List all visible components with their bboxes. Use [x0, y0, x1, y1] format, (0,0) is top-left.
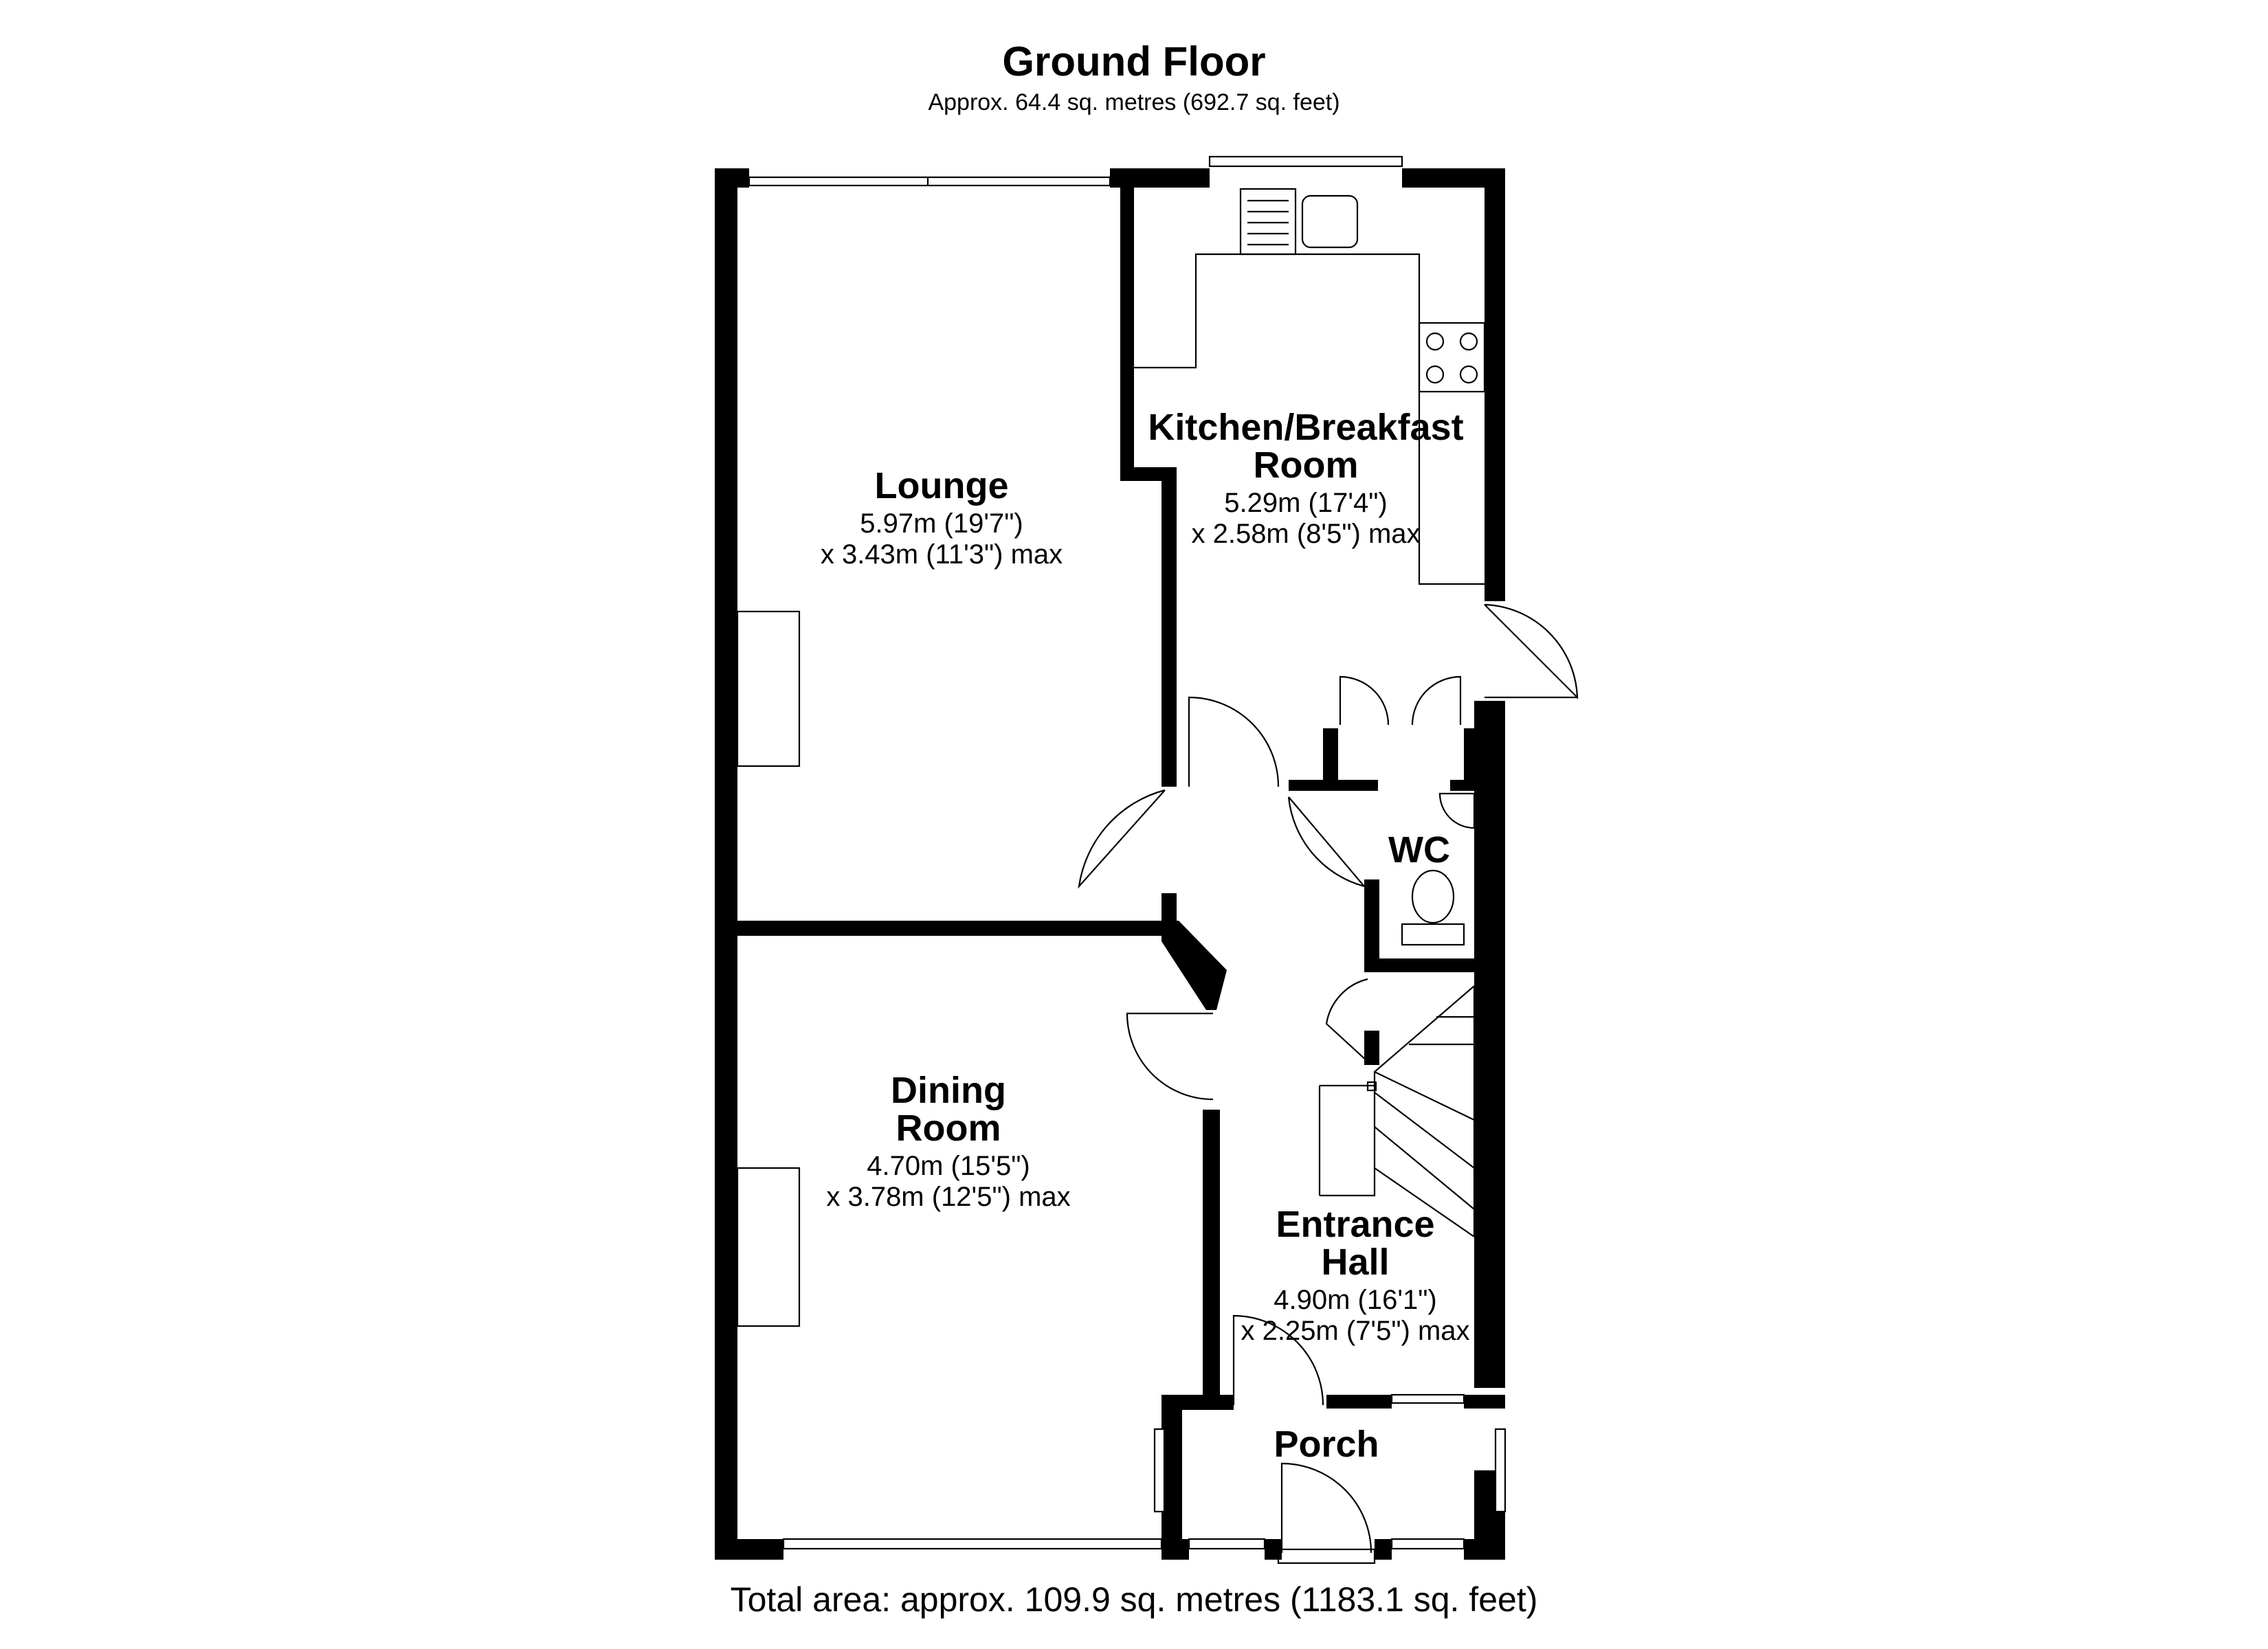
room-dim-dining-2: x 3.78m (12'5") max — [826, 1182, 1070, 1212]
wall-bottom-mid-c — [1375, 1539, 1392, 1560]
wc-cistern — [1401, 923, 1465, 946]
porch-window-right — [1494, 1428, 1507, 1513]
wall-wc-left — [1364, 879, 1379, 969]
room-name-dining-2: Room — [896, 1108, 1001, 1149]
room-dim-lounge-1: 5.97m (19'7") — [860, 508, 1023, 539]
dining-window — [782, 1538, 1163, 1550]
room-dim-lounge-2: x 3.43m (11'3") max — [821, 539, 1063, 570]
hall-window — [1390, 1393, 1465, 1404]
kitchen-window — [1208, 155, 1403, 168]
total-area: Total area: approx. 109.9 sq. metres (11… — [731, 1580, 1538, 1619]
wall-outer-right-lower — [1474, 701, 1505, 1388]
wall-dining-hall — [1203, 1110, 1220, 1398]
lounge-door-swing — [1078, 789, 1166, 889]
kitchen-door-swing — [1188, 696, 1280, 787]
stairs-outline — [1320, 985, 1475, 1197]
wall-top-left — [715, 168, 749, 188]
porch-window-bottom-right — [1390, 1538, 1465, 1550]
wall-wc-bottom — [1364, 958, 1505, 972]
wall-porch-top-mid — [1326, 1395, 1392, 1409]
floor-area-subtitle: Approx. 64.4 sq. metres (692.7 sq. feet) — [928, 89, 1339, 115]
back-door-swing — [1484, 603, 1579, 699]
floor-title: Ground Floor — [1002, 38, 1265, 85]
label-lounge: Lounge 5.97m (19'7") x 3.43m (11'3") max — [821, 465, 1063, 570]
wall-cupboard-under-stairs — [1364, 1031, 1379, 1065]
room-name-dining-1: Dining — [891, 1070, 1006, 1111]
room-dim-hall-1: 4.90m (16'1") — [1274, 1285, 1437, 1315]
porch-window-bottom-left — [1188, 1538, 1266, 1550]
wall-lounge-hall-upper — [1161, 467, 1177, 787]
wc-basin — [1438, 792, 1476, 829]
porch-window-left — [1153, 1428, 1166, 1513]
wall-porch-top-right — [1464, 1395, 1505, 1409]
room-dim-kitchen-1: 5.29m (17'4") — [1224, 488, 1388, 518]
wc-toilet — [1411, 869, 1455, 924]
dining-fireplace — [736, 1167, 801, 1327]
wall-porch-top-left — [1161, 1395, 1234, 1410]
cupboard-door-right — [1411, 675, 1462, 726]
lounge-patio-window — [748, 176, 1111, 187]
fixtures — [736, 188, 1486, 1327]
cupboard-door-left — [1339, 675, 1390, 726]
wall-wc-top-left — [1289, 780, 1378, 791]
room-name-hall-2: Hall — [1321, 1242, 1389, 1283]
wall-cupboard-right — [1464, 728, 1478, 783]
room-name-porch: Porch — [1274, 1424, 1379, 1465]
room-name-hall-1: Entrance — [1276, 1204, 1434, 1245]
room-name-lounge: Lounge — [875, 465, 1009, 506]
kitchen-hob — [1418, 322, 1486, 393]
dining-door-swing — [1126, 1012, 1214, 1101]
wall-outer-left — [715, 168, 737, 1560]
wall-cupboard-left — [1323, 728, 1338, 783]
walls — [715, 168, 1505, 1560]
porch-inner-door — [1232, 1314, 1324, 1406]
label-hall: Entrance Hall 4.90m (16'1") x 2.25m (7'5… — [1241, 1204, 1469, 1346]
room-name-kitchen-2: Room — [1254, 445, 1359, 486]
front-door-swing — [1280, 1462, 1372, 1553]
doors — [1078, 603, 1579, 1564]
under-stairs-door — [1325, 978, 1368, 1062]
front-door-step — [1277, 1548, 1376, 1564]
windows — [748, 155, 1507, 1550]
lounge-fireplace — [736, 610, 801, 767]
room-name-wc: WC — [1388, 829, 1450, 871]
label-dining: Dining Room 4.70m (15'5") x 3.78m (12'5"… — [826, 1070, 1070, 1212]
wall-lounge-dining — [715, 921, 1175, 936]
wall-dining-angled — [1161, 921, 1227, 1010]
kitchen-drainer — [1239, 188, 1297, 256]
kitchen-sink — [1301, 194, 1359, 249]
room-dim-dining-1: 4.70m (15'5") — [867, 1151, 1030, 1181]
wall-wc-top-right — [1450, 780, 1505, 791]
kitchen-worktop — [1134, 253, 1485, 585]
room-dim-kitchen-2: x 2.58m (8'5") max — [1191, 519, 1420, 549]
label-kitchen: Kitchen/Breakfast Room 5.29m (17'4") x 2… — [1148, 407, 1463, 549]
wall-outer-right-upper — [1485, 168, 1505, 601]
label-porch: Porch — [1274, 1424, 1379, 1465]
wc-door-swing — [1287, 796, 1367, 888]
label-wc: WC — [1388, 829, 1450, 871]
room-name-kitchen-1: Kitchen/Breakfast — [1148, 407, 1463, 448]
wall-bottom-left — [715, 1539, 783, 1560]
room-dim-hall-2: x 2.25m (7'5") max — [1241, 1316, 1469, 1346]
wall-bottom-right — [1464, 1539, 1505, 1560]
wall-lounge-kitchen-upper — [1120, 168, 1134, 478]
